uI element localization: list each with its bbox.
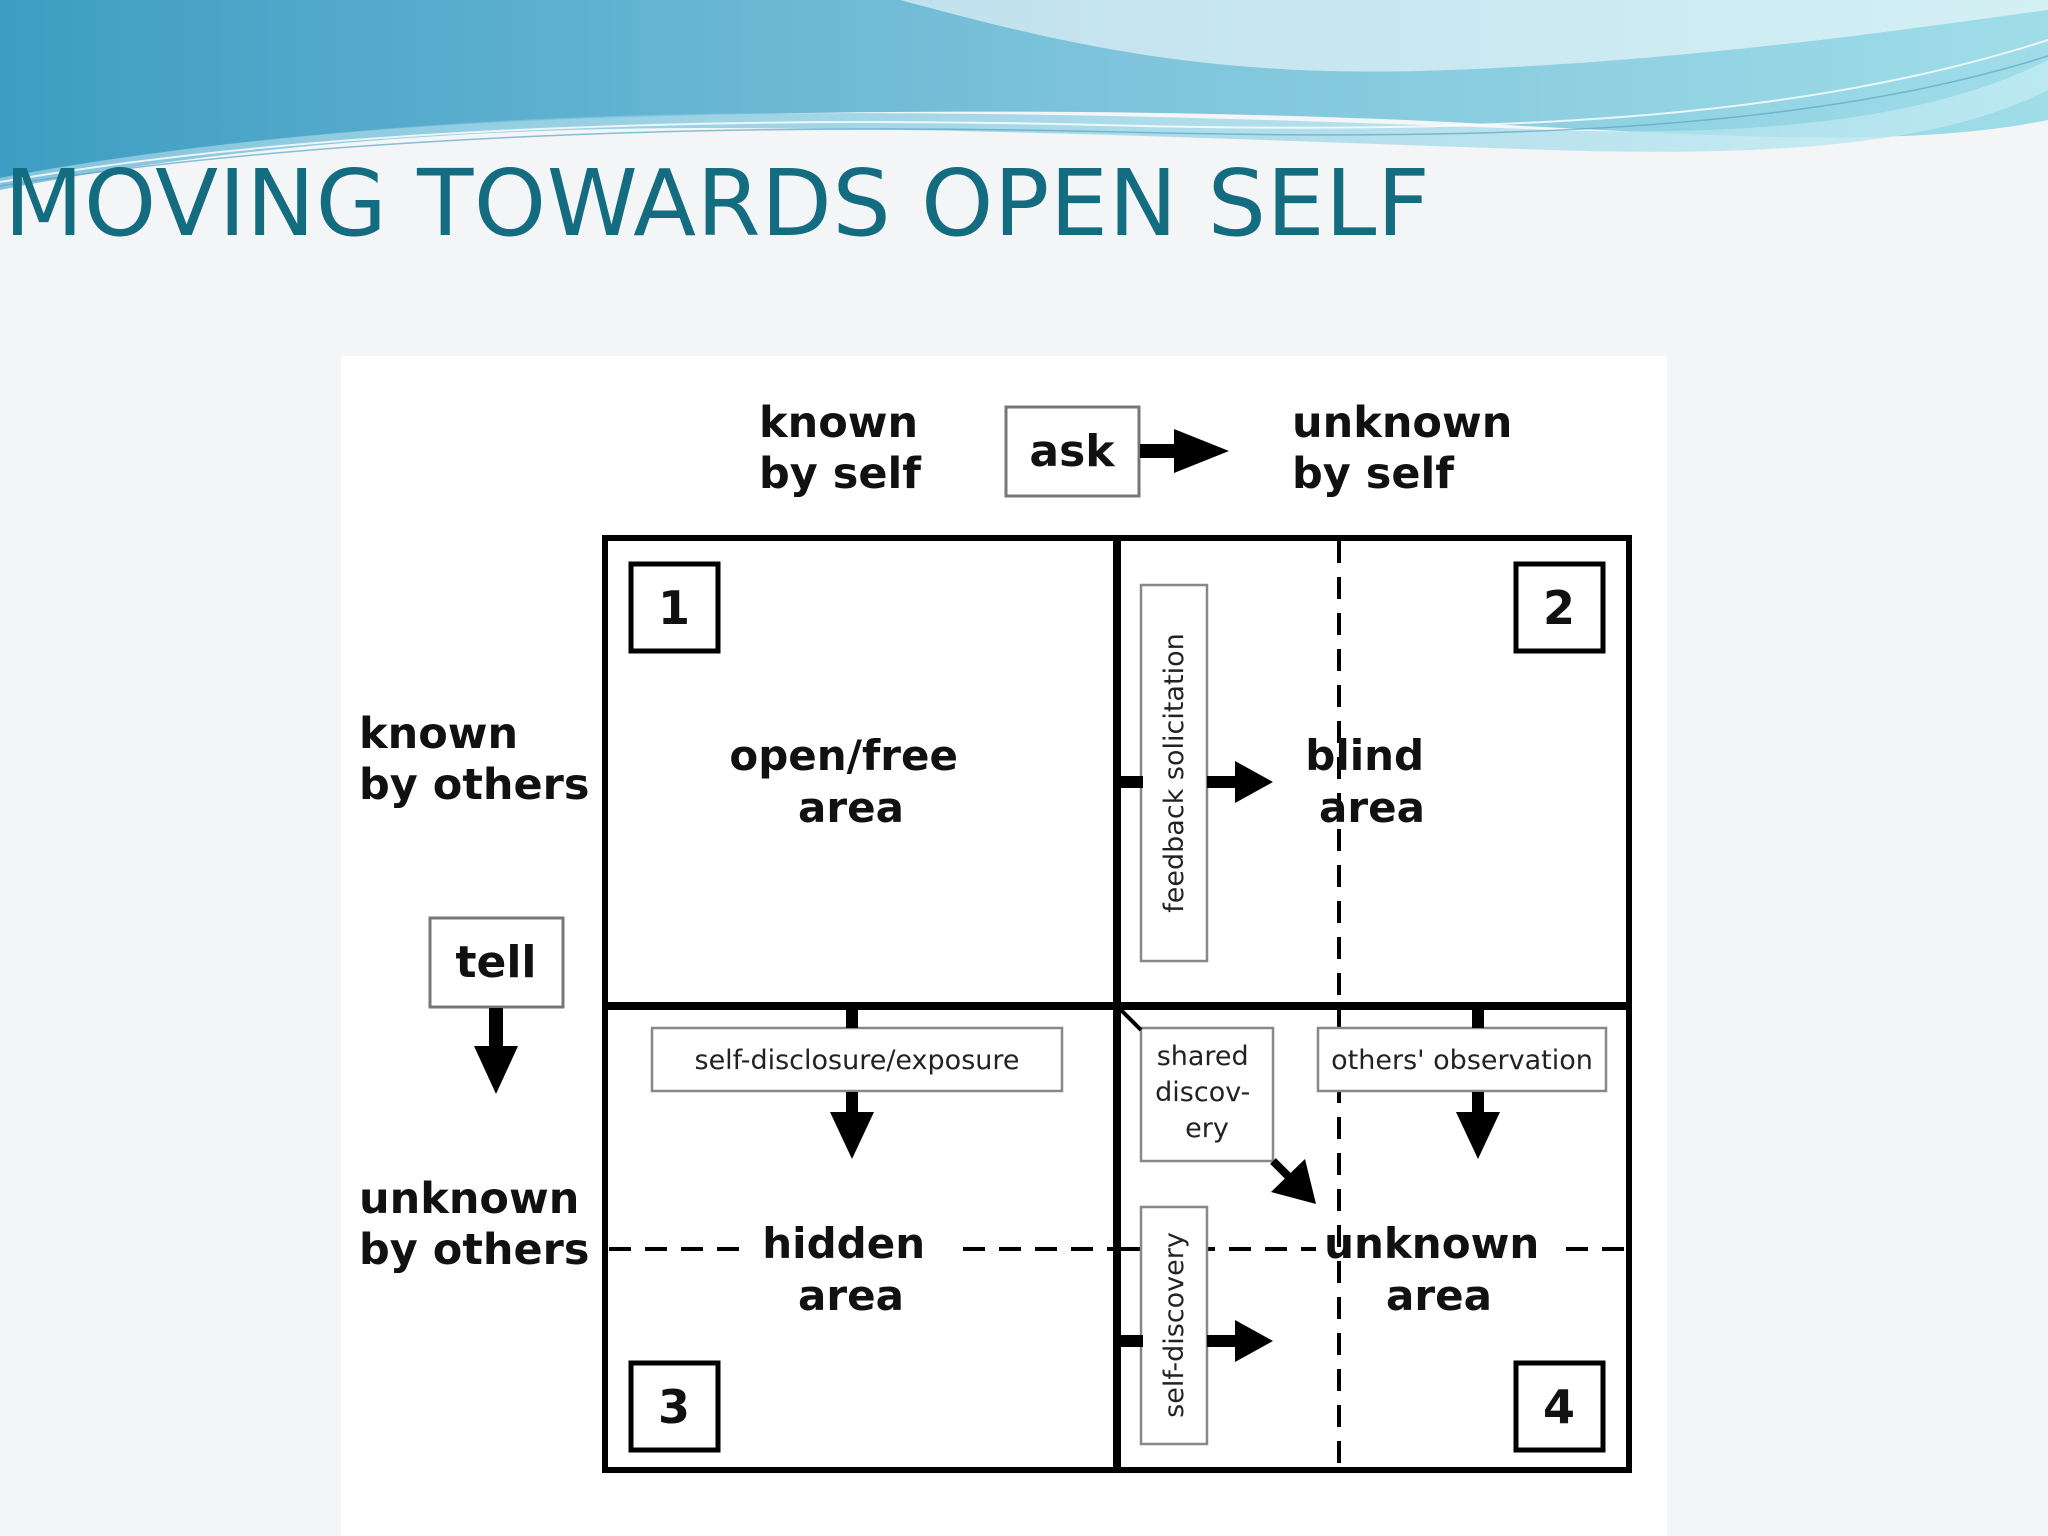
ask-box: ask [1004,405,1141,498]
johari-window-diagram: known by self ask unknown by self known … [341,356,1667,1536]
unknown-by-self-label: unknown by self [1292,398,1527,499]
svg-text:1: 1 [658,581,690,635]
slide-title: MOVING TOWARDS OPEN SELF [4,150,1431,257]
unknown-by-others-label: unknown by others [359,1174,594,1275]
quadrant-1-number: 1 [628,561,721,654]
self-disclosure-arrow [830,1009,874,1159]
known-by-others-label: known by others [359,709,589,810]
svg-text:4: 4 [1543,1380,1575,1434]
tell-box: tell [428,916,565,1009]
self-disclosure-box: self-disclosure/exposure [650,1026,1064,1093]
others-observation-arrow [1456,1009,1500,1159]
quadrant-4-number: 4 [1513,1360,1606,1453]
unknown-area-label: unknown area [1324,1219,1554,1320]
svg-text:tell: tell [455,937,536,988]
self-discovery-box: self-discovery [1139,1205,1209,1446]
svg-text:shared discov-: shared discov- ery [1155,1041,1259,1144]
ask-arrow [1140,429,1229,473]
shared-discovery-box: shared discov- ery [1139,1026,1275,1163]
svg-text:others' observation: others' observation [1331,1045,1593,1076]
self-discovery-arrow [1119,1320,1273,1362]
svg-text:3: 3 [658,1380,690,1434]
quadrant-3-number: 3 [628,1360,721,1453]
svg-text:self-discovery: self-discovery [1159,1232,1190,1418]
svg-text:self-disclosure/exposure: self-disclosure/exposure [695,1045,1020,1076]
shared-discovery-arrow [1119,1008,1316,1204]
open-free-area-label: open/free area [729,731,972,832]
grid-frame [602,535,1632,1473]
known-by-self-label: known by self [759,398,933,499]
top-wave-banner [0,0,2048,190]
hidden-area-label: hidden area [762,1219,939,1320]
svg-text:ask: ask [1029,426,1116,477]
feedback-arrow [1119,761,1273,803]
svg-text:2: 2 [1543,581,1575,635]
tell-arrow [474,1008,518,1094]
svg-text:feedback solicitation: feedback solicitation [1159,633,1190,912]
blind-area-label: blind area [1305,731,1438,832]
others-observation-box: others' observation [1316,1026,1608,1093]
quadrant-2-number: 2 [1513,561,1606,654]
feedback-solicitation-box: feedback solicitation [1139,583,1209,963]
